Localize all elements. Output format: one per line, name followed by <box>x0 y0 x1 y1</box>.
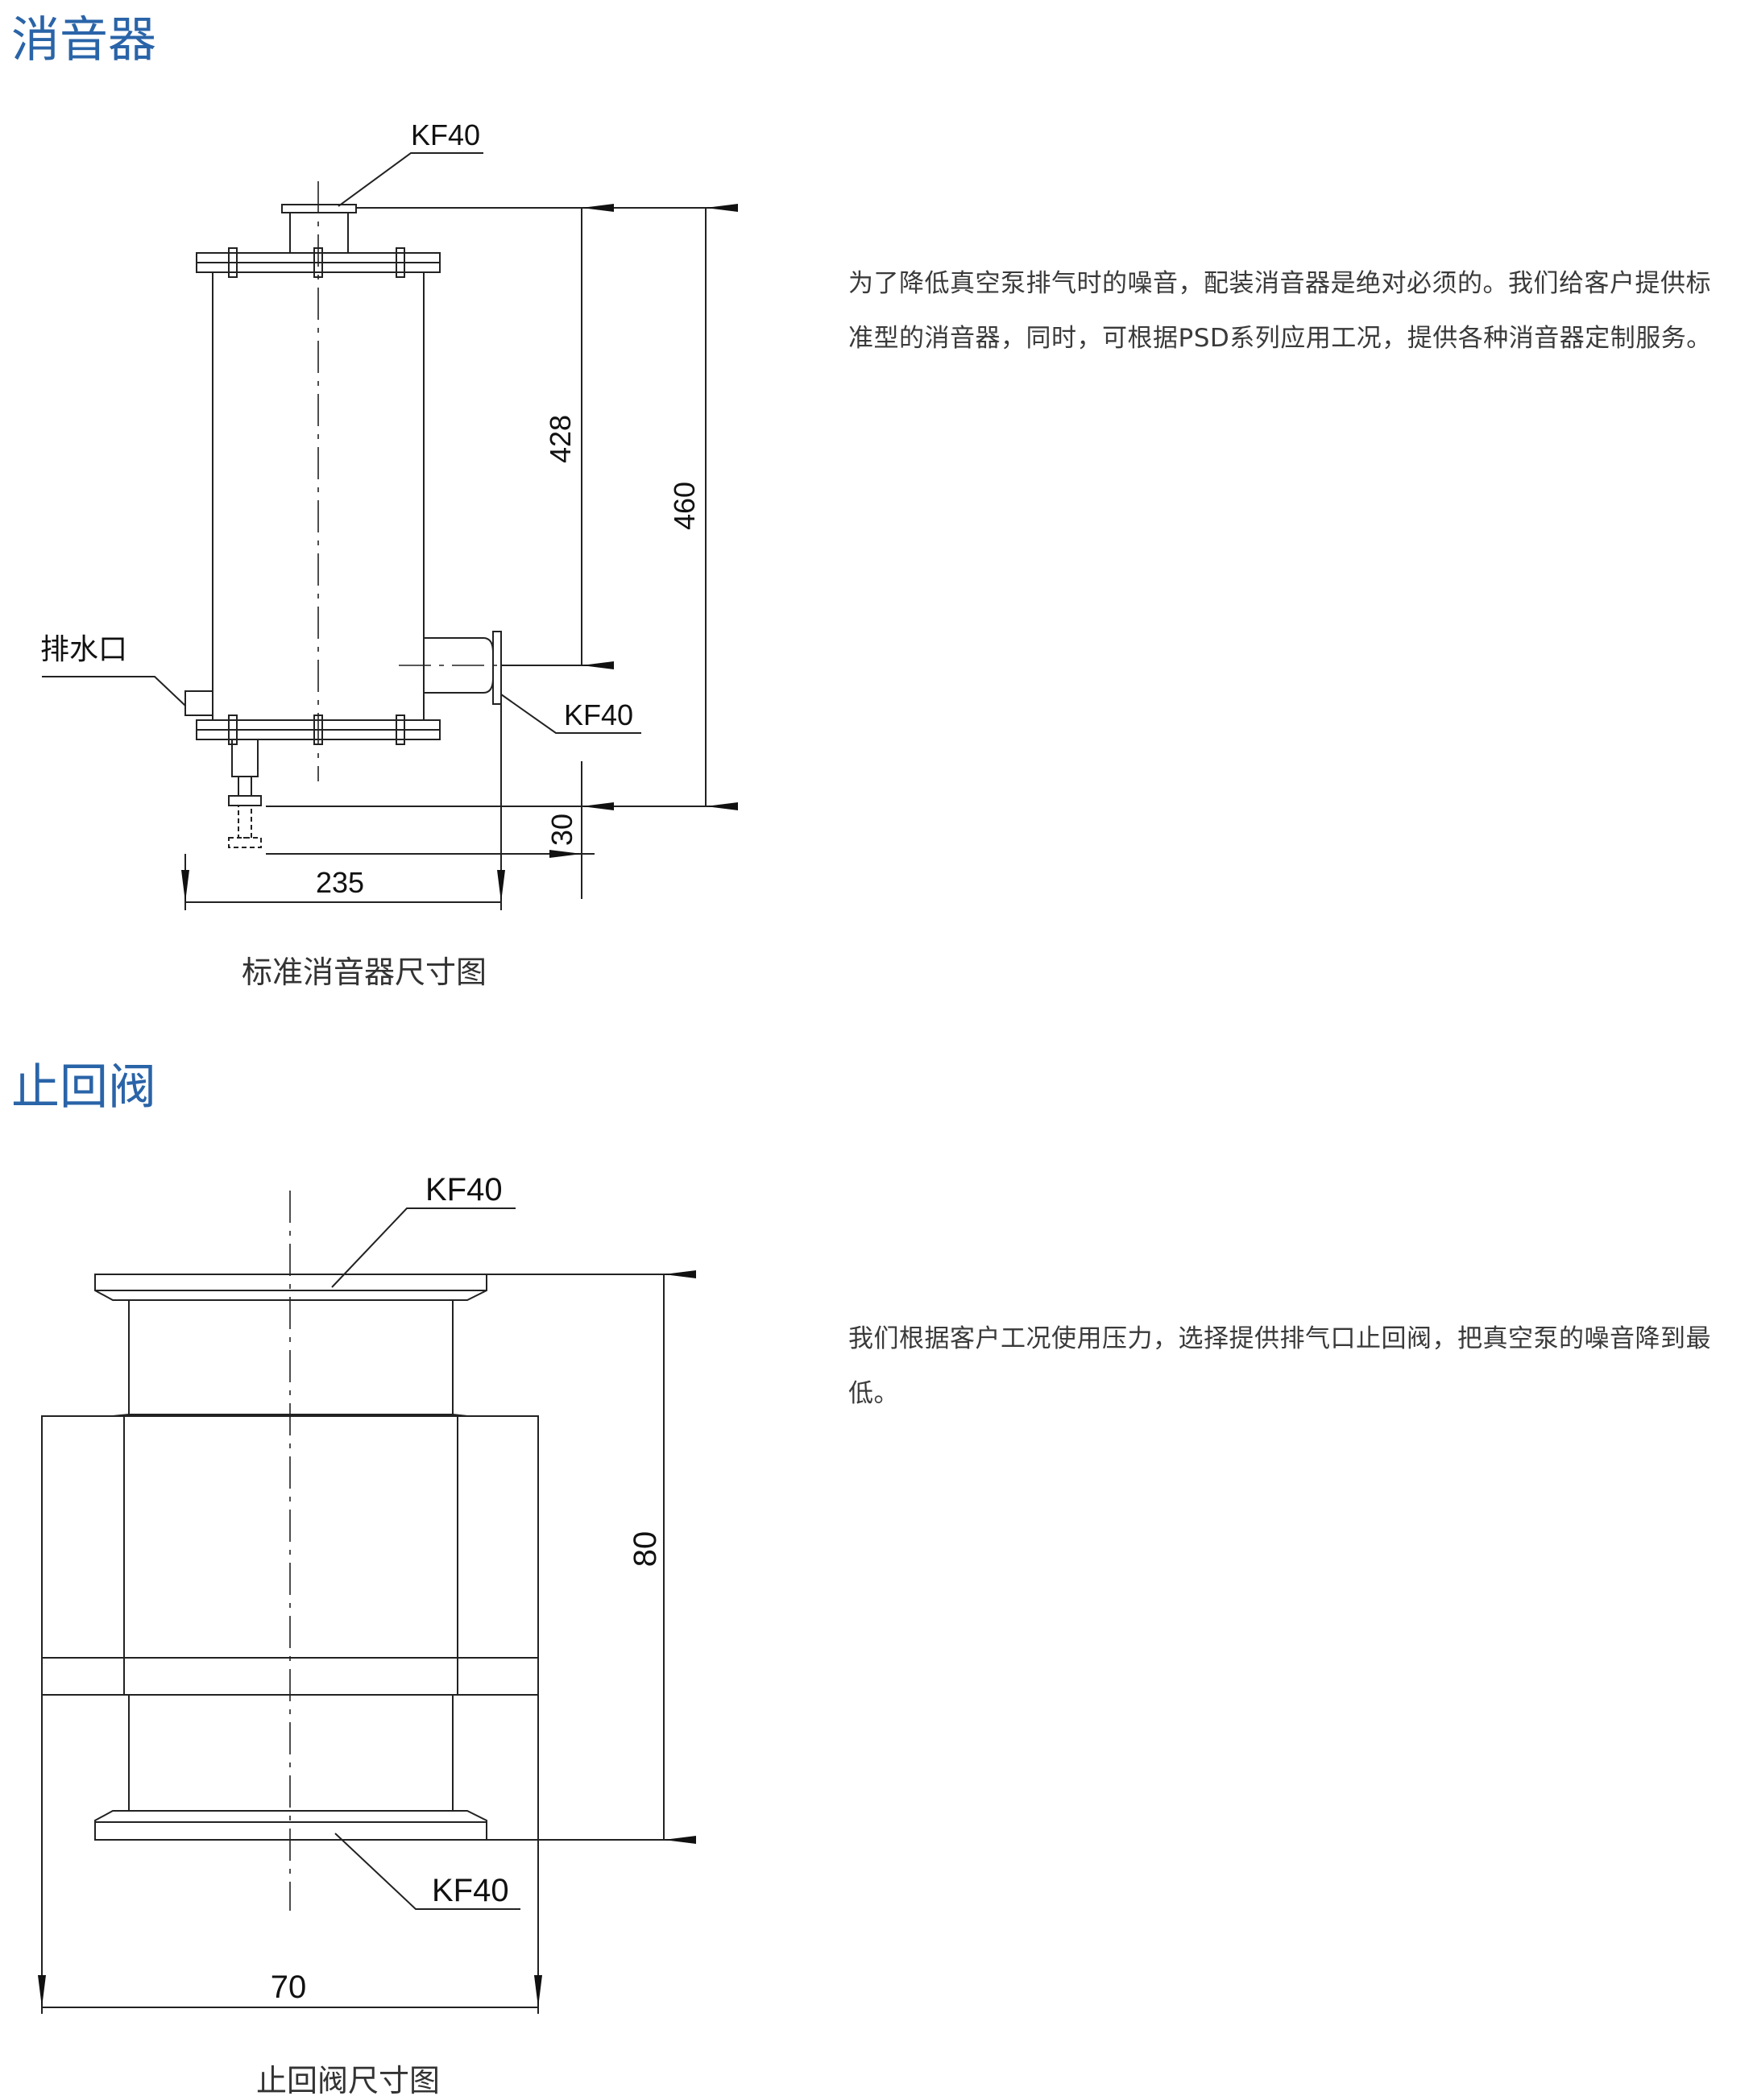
leader-valve-top-kf40 <box>331 1207 516 1288</box>
muffler-body <box>212 271 425 721</box>
valve-top-flange <box>94 1274 487 1301</box>
muffler-description: 为了降低真空泵排气时的噪音，配装消音器是绝对必须的。我们给客户提供标准型的消音器… <box>848 269 1712 353</box>
valve-top-neck <box>128 1299 454 1415</box>
muffler-top-flange <box>281 204 357 213</box>
label-top-kf40: KF40 <box>411 118 480 151</box>
label-drain: 排水口 <box>40 633 127 666</box>
label-valve-top-kf40: KF40 <box>425 1172 503 1207</box>
valve-bottom-flange <box>94 1810 487 1841</box>
label-dim-235: 235 <box>316 866 364 899</box>
check-valve-dimensions <box>38 1207 696 2014</box>
check-valve-drawing <box>41 1191 539 1911</box>
check-valve-description: 我们根据客户工况使用压力，选择提供排气口止回阀，把真空泵的噪音降到最低。 <box>848 1324 1711 1408</box>
valve-bottom-neck <box>128 1694 454 1812</box>
muffler-dimensions <box>42 152 738 910</box>
label-side-kf40: KF40 <box>564 698 633 731</box>
section-title-check-valve: 止回阀 <box>11 1059 156 1116</box>
label-valve-bottom-kf40: KF40 <box>432 1873 509 1908</box>
label-dim-70: 70 <box>271 1970 307 2005</box>
muffler-side-flange <box>492 631 502 705</box>
label-dim-30: 30 <box>545 814 578 846</box>
leader-drain <box>42 676 186 706</box>
label-dim-80: 80 <box>628 1531 663 1568</box>
leader-valve-bottom-kf40 <box>334 1833 520 1910</box>
muffler-top-pipe <box>289 212 349 254</box>
section-title-muffler: 消音器 <box>11 12 156 68</box>
muffler-drawing <box>184 181 564 848</box>
muffler-caption: 标准消音器尺寸图 <box>242 955 487 990</box>
muffler-drain-stub <box>184 690 213 716</box>
leader-top-kf40 <box>338 152 483 207</box>
leader-side-kf40 <box>500 694 641 734</box>
label-dim-460: 460 <box>668 482 701 530</box>
label-dim-428: 428 <box>544 415 577 463</box>
